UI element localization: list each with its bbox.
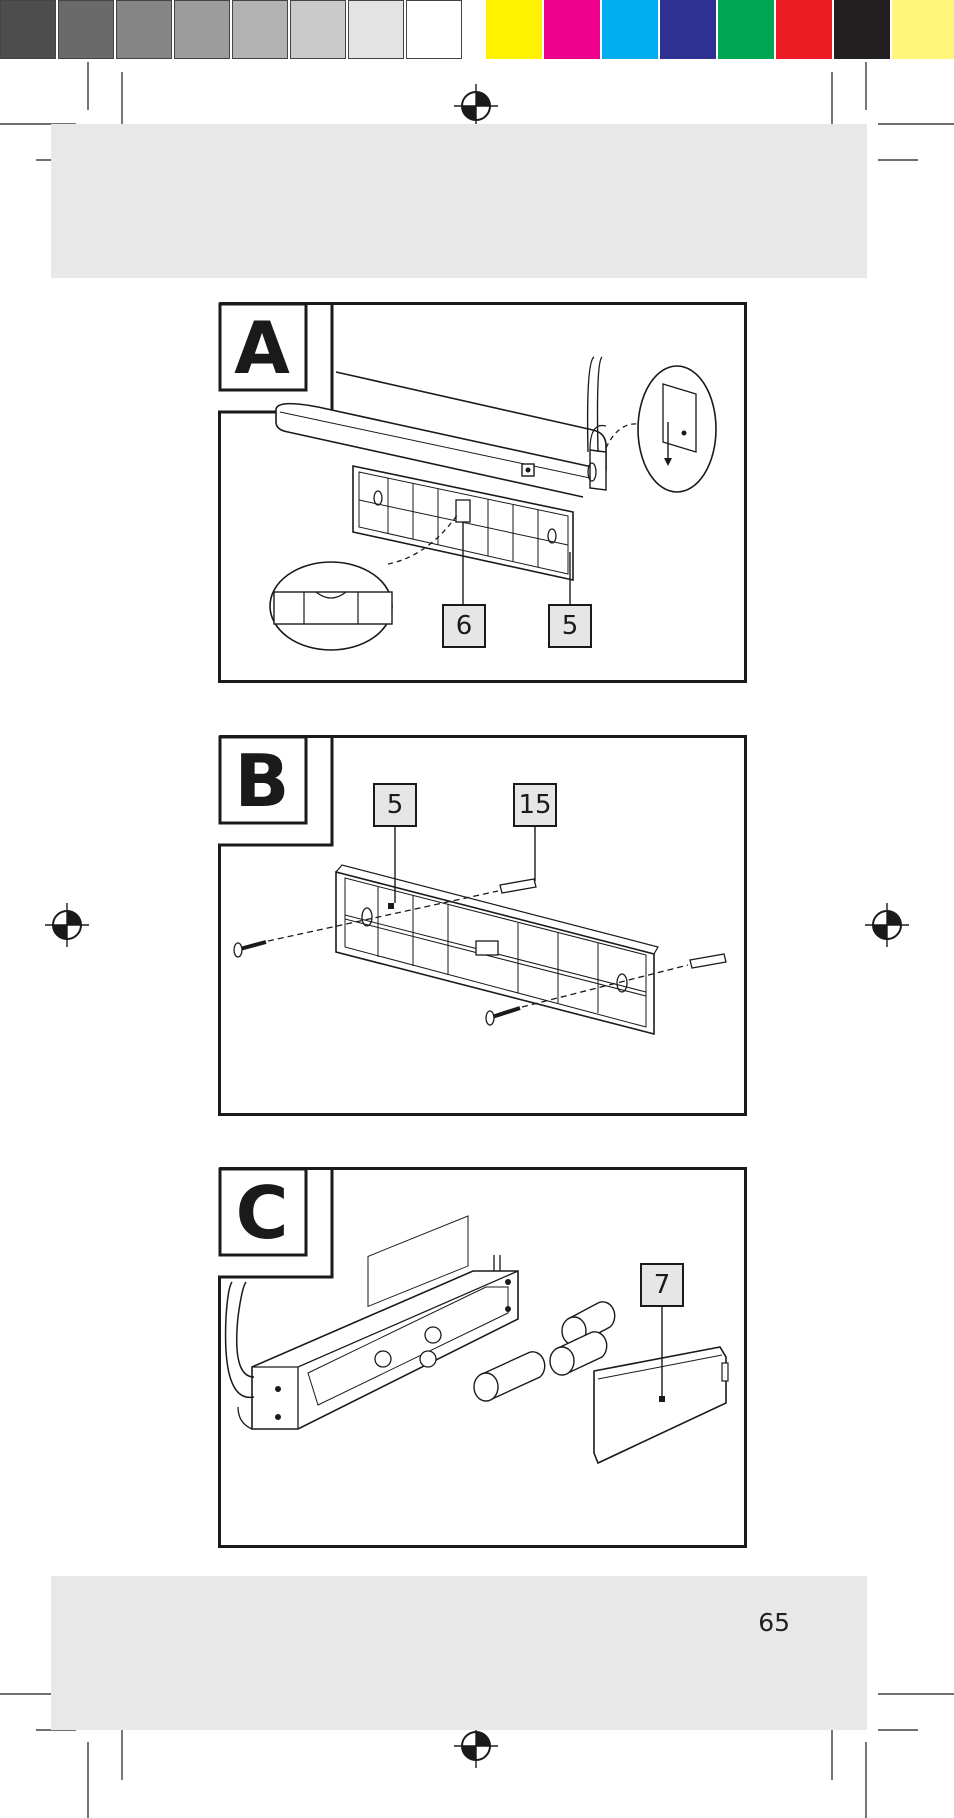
figure-letter: A: [222, 306, 302, 390]
figure-letter: C: [222, 1171, 302, 1255]
registration-mark-icon: [43, 901, 91, 949]
figure-b: B 5 15: [218, 735, 747, 1116]
figure-c: C 7: [218, 1167, 747, 1548]
figure-a: A 6 5: [218, 302, 747, 683]
callout-label: 15: [513, 783, 557, 827]
callout-label: 6: [442, 604, 486, 648]
registration-mark-icon: [863, 901, 911, 949]
registration-mark-icon: [452, 82, 500, 130]
callout-label: 5: [373, 783, 417, 827]
callout-label: 7: [640, 1263, 684, 1307]
figure-letter: B: [222, 739, 302, 823]
footer-band: [51, 1576, 867, 1730]
page-number: 65: [710, 1608, 790, 1637]
callout-label: 5: [548, 604, 592, 648]
header-band: [51, 124, 867, 278]
